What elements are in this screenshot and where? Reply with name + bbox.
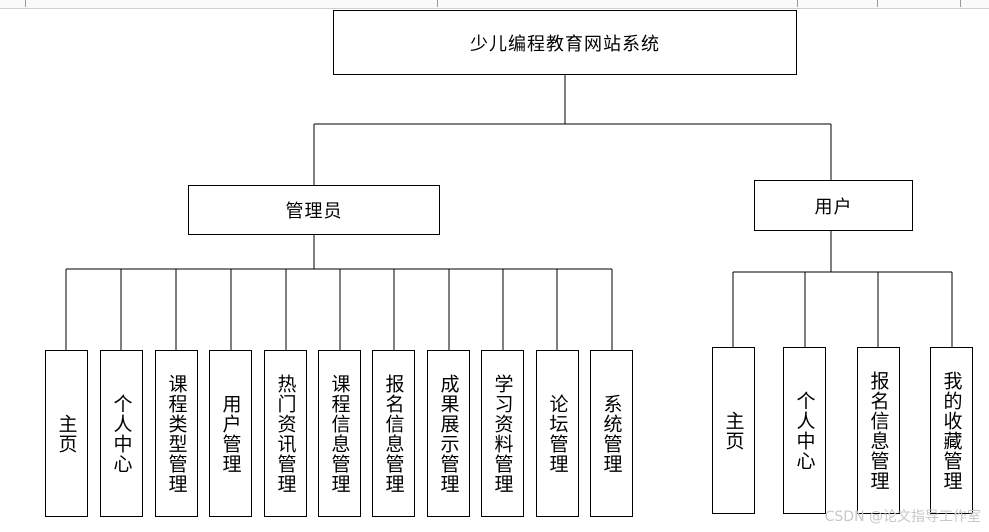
module-node: 个人中心: [100, 350, 143, 517]
module-label: 我的收藏管理: [940, 370, 963, 491]
root-node: 少儿编程教育网站系统: [333, 10, 797, 75]
module-label: 主页: [722, 410, 745, 451]
module-label: 学习资料管理: [491, 373, 514, 494]
module-label: 热门资讯管理: [274, 373, 297, 494]
root-label: 少儿编程教育网站系统: [470, 33, 660, 55]
module-label: 报名信息管理: [867, 370, 890, 491]
module-node: 主页: [712, 347, 755, 514]
role-node-user: 用户: [754, 180, 913, 231]
module-label: 用户管理: [219, 393, 242, 474]
module-label: 报名信息管理: [382, 373, 405, 494]
module-label: 课程信息管理: [328, 373, 351, 494]
ruler-tick: [877, 0, 878, 7]
watermark: CSDN @论文指导工作室: [824, 509, 981, 525]
module-label: 个人中心: [793, 390, 816, 471]
module-label: 个人中心: [110, 393, 133, 474]
module-node: 论坛管理: [536, 350, 579, 517]
ruler-tick: [25, 0, 26, 7]
module-node: 用户管理: [209, 350, 252, 517]
ruler-tick: [960, 0, 961, 7]
module-node: 报名信息管理: [857, 347, 900, 514]
role-node-admin: 管理员: [188, 185, 440, 235]
module-node: 成果展示管理: [427, 350, 470, 517]
ruler-tick: [437, 0, 438, 7]
document-ruler: [0, 0, 989, 9]
module-node: 我的收藏管理: [930, 347, 973, 514]
role-label: 用户: [814, 196, 853, 218]
module-node: 个人中心: [783, 347, 826, 514]
module-node: 报名信息管理: [372, 350, 415, 517]
role-label: 管理员: [285, 201, 343, 222]
module-node: 热门资讯管理: [264, 350, 307, 517]
module-label: 论坛管理: [546, 393, 569, 474]
module-node: 课程类型管理: [155, 350, 198, 517]
module-label: 成果展示管理: [437, 373, 460, 494]
module-node: 系统管理: [590, 350, 633, 517]
module-node: 学习资料管理: [481, 350, 524, 517]
module-label: 课程类型管理: [165, 373, 188, 494]
module-node: 课程信息管理: [318, 350, 361, 517]
module-node: 主页: [45, 350, 88, 517]
module-label: 主页: [55, 413, 78, 454]
ruler-tick: [797, 0, 798, 7]
module-label: 系统管理: [600, 393, 623, 474]
